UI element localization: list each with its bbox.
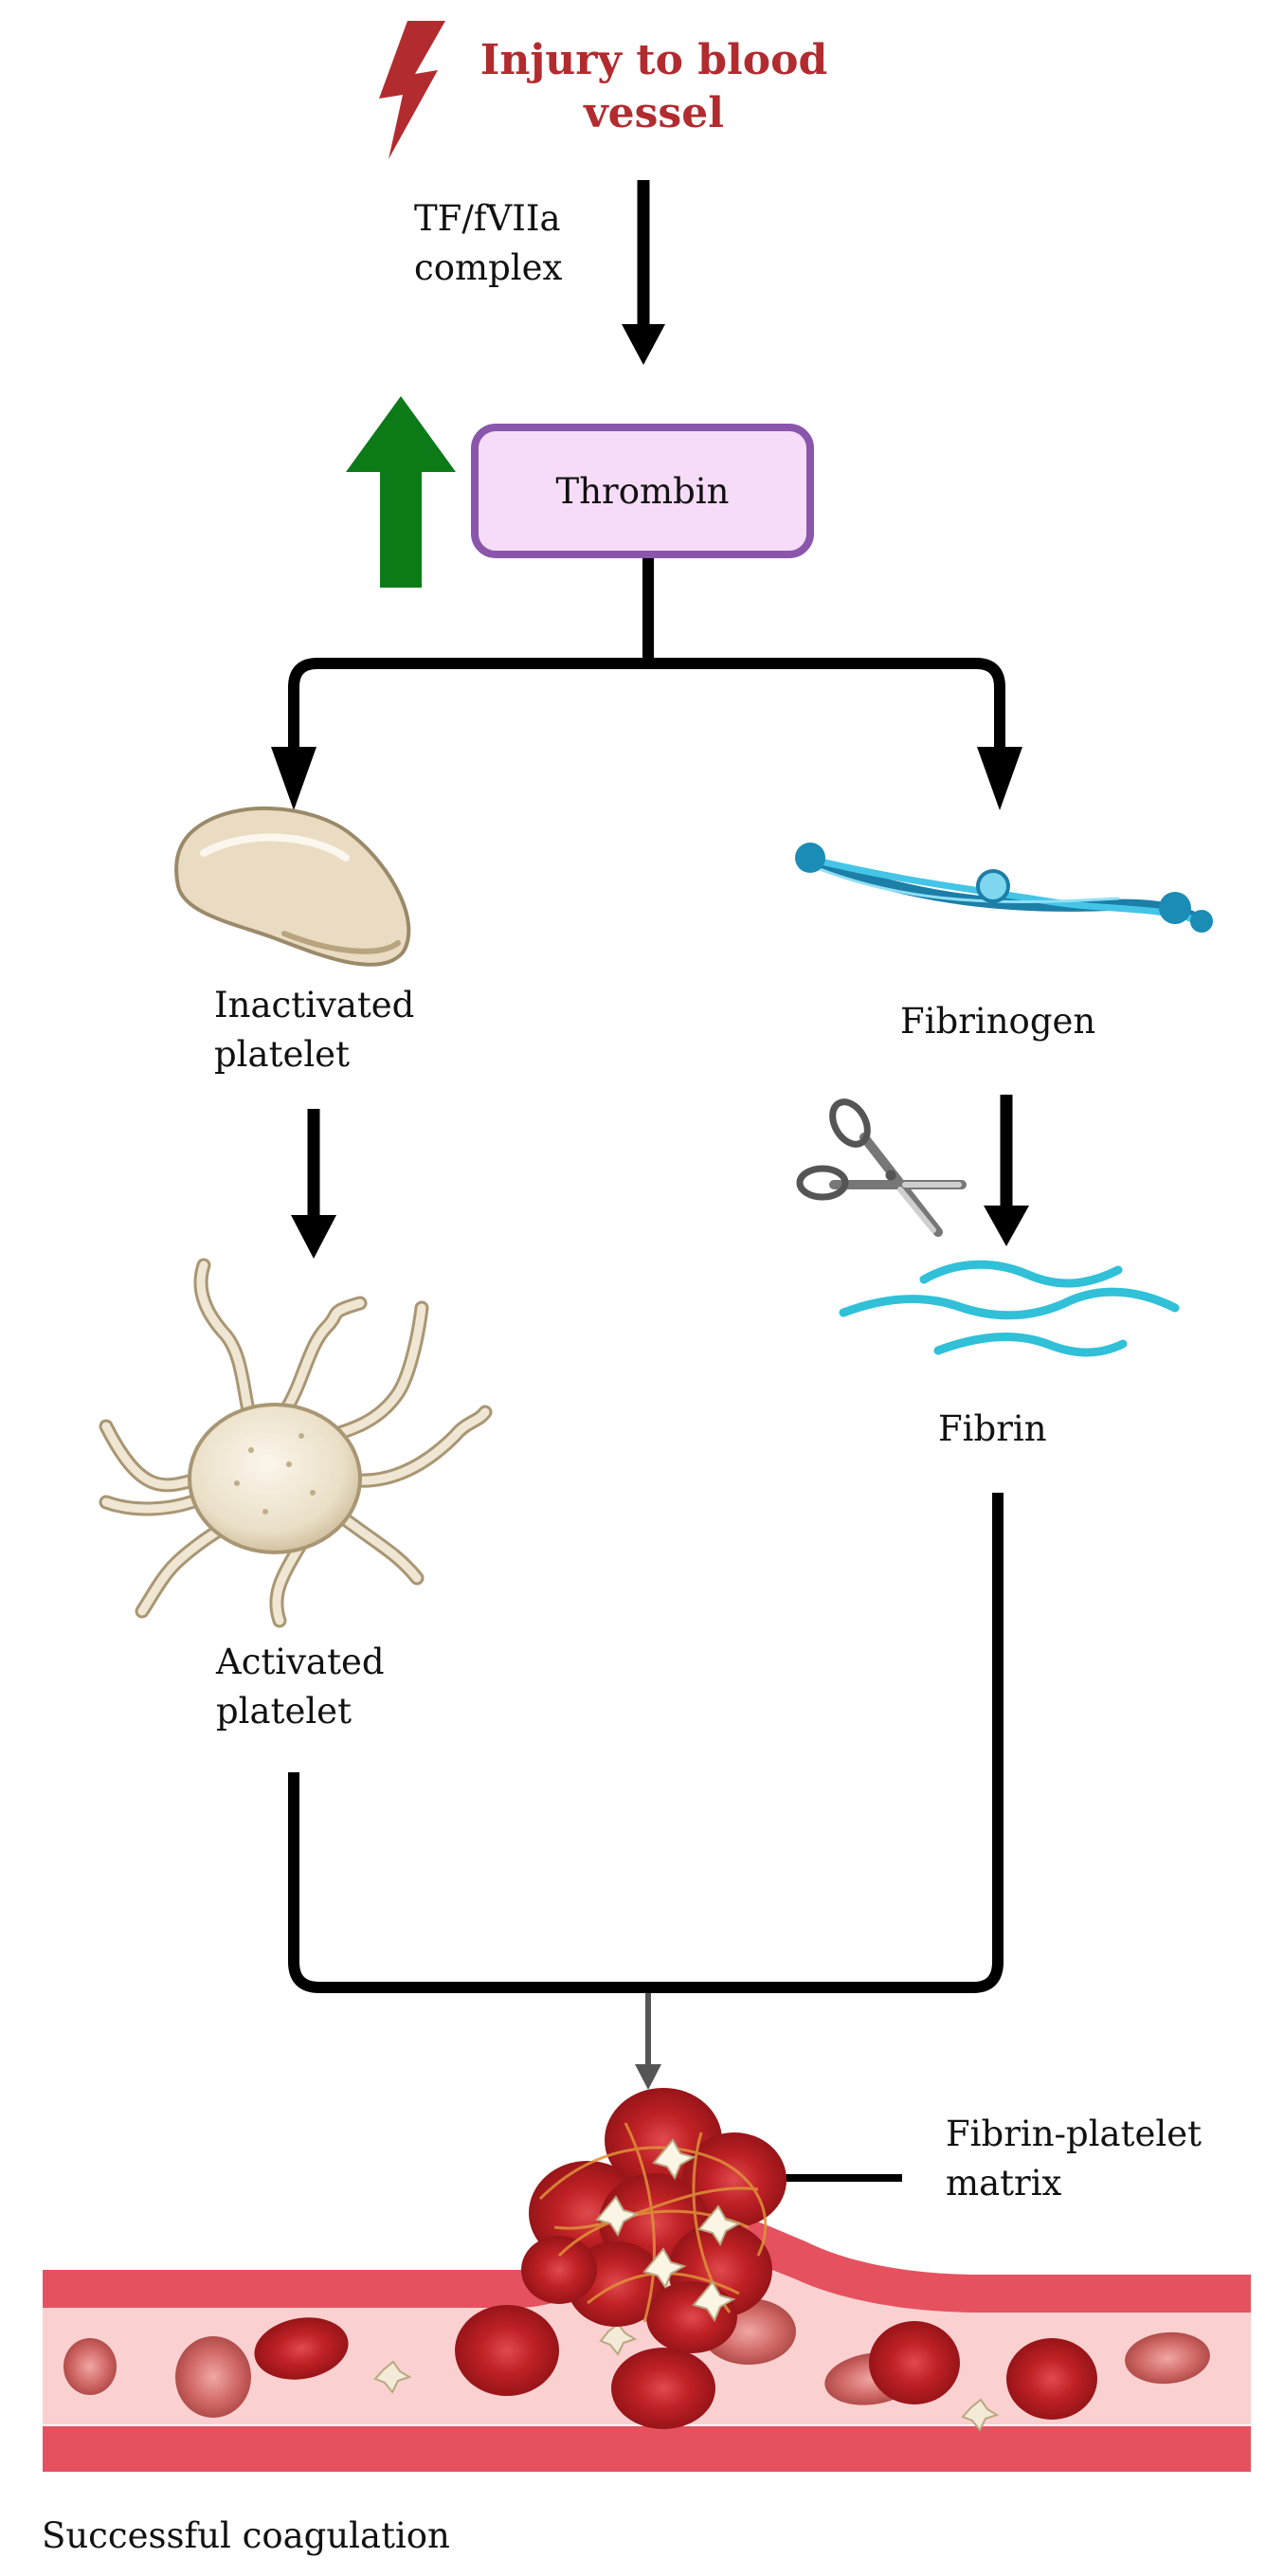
arrow-to-fibrinogen [977, 747, 1022, 810]
matrix-label: Fibrin-platelet matrix [946, 2110, 1202, 2208]
injury-title-line2: vessel [584, 89, 724, 137]
branch-connector [288, 558, 1005, 749]
fibrin-text: Fibrin [938, 1408, 1047, 1449]
inactive-platelet-line2: platelet [214, 1034, 350, 1075]
fibrinogen-text: Fibrinogen [900, 1001, 1096, 1042]
injury-title: Injury to blood vessel [455, 34, 853, 140]
fibrinogen-label: Fibrinogen [900, 997, 1095, 1046]
active-platelet-label: Activated platelet [216, 1638, 385, 1736]
fibrinogen-icon [795, 843, 1213, 933]
up-arrow-icon [346, 396, 456, 588]
fibrin-icon [839, 1260, 1180, 1357]
lightning-icon [379, 21, 445, 159]
inactive-platelet-line1: Inactivated [214, 985, 415, 1025]
inactive-platelet-label: Inactivated platelet [214, 981, 414, 1079]
fibrin-label: Fibrin [938, 1405, 1047, 1454]
caption-text: Successful coagulation [42, 2515, 450, 2556]
trigger-line1: TF/fVIIa [414, 198, 561, 239]
active-platelet-line1: Activated [216, 1642, 385, 1682]
arrow-platelet-activation [291, 1109, 336, 1259]
thrombin-label: Thrombin [555, 470, 730, 512]
platelet-inactive-icon [174, 806, 411, 967]
arrow-to-matrix [635, 1993, 661, 2090]
trigger-label: TF/fVIIa complex [414, 194, 562, 293]
thrombin-node: Thrombin [471, 424, 814, 558]
platelet-active-icon [99, 1258, 493, 1628]
merge-connector [288, 1493, 1004, 1993]
clot-icon [521, 2088, 787, 2353]
arrow-injury-to-thrombin [622, 180, 665, 365]
arrow-fibrinogen-to-fibrin [984, 1095, 1029, 1246]
matrix-line2: matrix [946, 2163, 1062, 2204]
injury-title-line1: Injury to blood [479, 36, 828, 84]
caption: Successful coagulation [42, 2512, 450, 2561]
trigger-line2: complex [414, 247, 563, 288]
matrix-line1: Fibrin-platelet [946, 2113, 1202, 2154]
active-platelet-line2: platelet [216, 1691, 352, 1732]
scissors-icon [796, 1098, 967, 1237]
arrow-to-inactive-platelet [271, 747, 316, 810]
